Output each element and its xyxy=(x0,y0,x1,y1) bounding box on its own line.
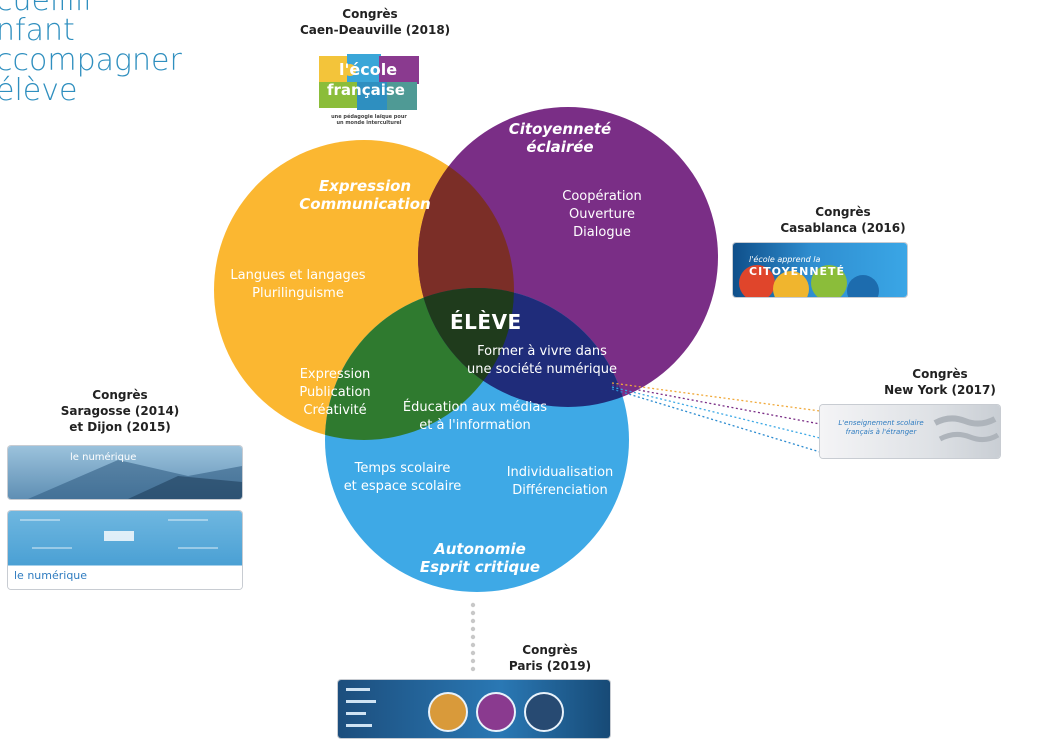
autonomie-title: Autonomie Esprit critique xyxy=(419,540,541,576)
casablanca-banner-text-2: CITOYENNETÉ xyxy=(749,265,846,278)
connector-line xyxy=(611,386,821,439)
connector-line xyxy=(611,384,821,425)
congres-saragosse-label: Congrès Saragosse (2014) et Dijon (2015) xyxy=(60,388,180,434)
connector-dots xyxy=(470,602,476,672)
expression-title: Expression Communication xyxy=(299,177,431,213)
intro-line: cueillir xyxy=(0,0,96,18)
caen-logo: l'école française une pédagogie laïque p… xyxy=(317,52,421,134)
paris-banner xyxy=(338,680,610,738)
saragosse-banner-1-text: le numérique xyxy=(70,452,137,463)
intro-line: élève xyxy=(0,73,78,108)
saragosse-banner-2: le numérique xyxy=(8,511,242,589)
intro-line: ccompagner xyxy=(0,43,182,78)
caen-logo-tagline: une pédagogie laïque pour un monde inter… xyxy=(331,114,407,126)
overlap-center-bottom-items: Éducation aux médias et à l'information xyxy=(402,400,548,433)
overlap-expression-autonomie-items: Expression Publication Créativité xyxy=(299,367,371,418)
saragosse-banner-2-text: le numérique xyxy=(14,569,88,582)
citoyennete-title: Citoyenneté éclairée xyxy=(508,120,612,156)
autonomie-items-left: Temps scolaire et espace scolaire xyxy=(343,461,462,494)
caen-logo-text-2: française xyxy=(327,81,405,99)
intro-line: nfant xyxy=(0,13,75,48)
saragosse-banner-1: le numérique xyxy=(8,446,242,499)
casablanca-banner-text-1: l'école apprend la xyxy=(749,255,821,264)
center-label: ÉLÈVE xyxy=(450,310,522,334)
overlap-citoyennete-autonomie-items: Former à vivre dans une société numériqu… xyxy=(467,344,617,377)
connector-line xyxy=(611,388,821,453)
congres-paris-label: Congrès Paris (2019) xyxy=(508,643,592,673)
citoyennete-items: Coopération Ouverture Dialogue xyxy=(562,189,642,240)
congres-casablanca-label: Congrès Casablanca (2016) xyxy=(780,205,906,235)
connector-line xyxy=(611,382,821,412)
congres-newyork-label: Congrès New York (2017) xyxy=(884,367,996,397)
newyork-banner-text: L'enseignement scolaire français à l'étr… xyxy=(838,419,924,436)
expression-items: Langues et langages Plurilinguisme xyxy=(230,268,366,301)
intro-text: cueillir nfant ccompagner élève xyxy=(0,0,182,106)
casablanca-banner: l'école apprend la CITOYENNETÉ xyxy=(733,243,907,297)
congres-caen-label: Congrès Caen-Deauville (2018) xyxy=(300,7,451,37)
autonomie-items-right: Individualisation Différenciation xyxy=(506,465,614,498)
newyork-banner: L'enseignement scolaire français à l'étr… xyxy=(820,405,1000,458)
caen-logo-text-1: l'école xyxy=(339,60,398,79)
